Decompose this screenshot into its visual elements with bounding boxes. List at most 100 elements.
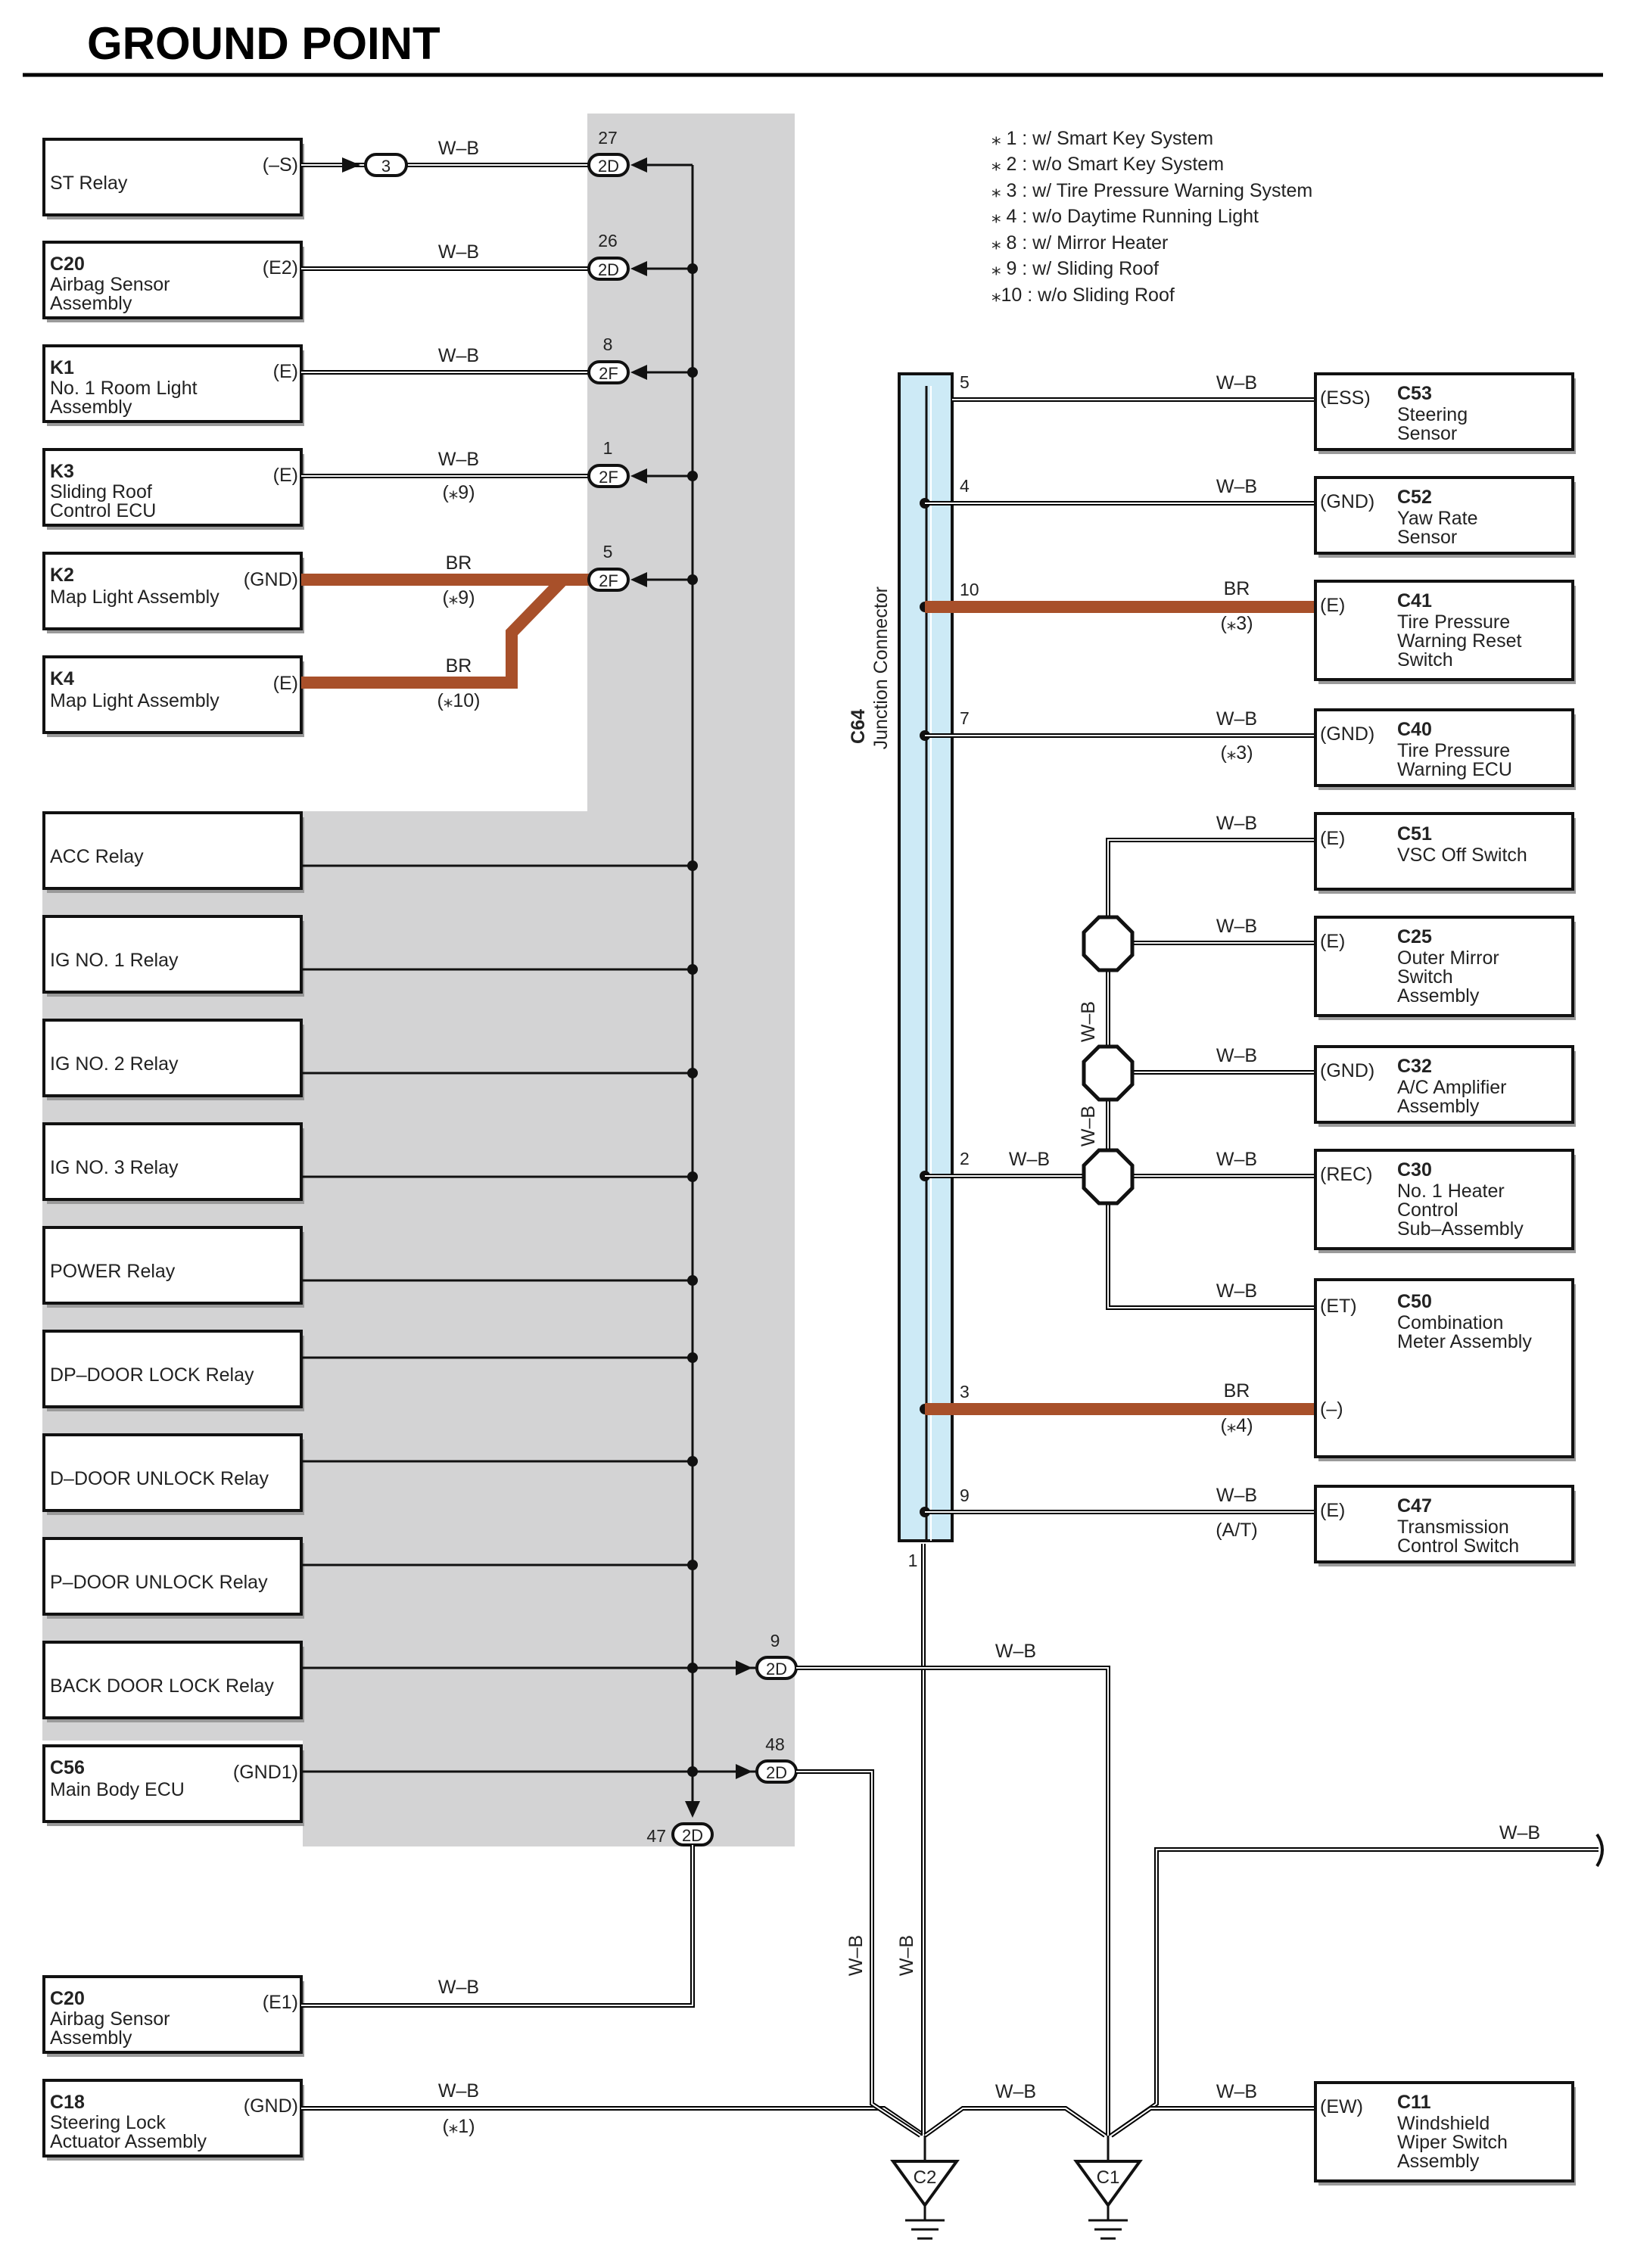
component-c51: (E) C51 VSC Off Switch xyxy=(1314,812,1576,894)
pin-label: (EW) xyxy=(1320,2096,1363,2117)
component-c20-e1: C20 Airbag Sensor Assembly (E1) W–B xyxy=(42,1975,479,2057)
component-label: Control ECU xyxy=(50,500,156,521)
relay-ig2: IG NO. 2 Relay xyxy=(42,1019,698,1100)
connector-code: 2D xyxy=(598,260,619,279)
component-label: Steering xyxy=(1397,404,1468,425)
wire-condition: (⁎1) xyxy=(442,2116,475,2137)
pin-label: (E2) xyxy=(263,257,298,278)
relay-label: IG NO. 1 Relay xyxy=(50,950,179,971)
component-code: C56 xyxy=(50,1757,85,1778)
component-label: Assembly xyxy=(50,2027,132,2049)
relay-label: BACK DOOR LOCK Relay xyxy=(50,1675,274,1697)
component-c32: (GND) C32 A/C Amplifier Assembly xyxy=(1314,1045,1576,1127)
pin-label: (GND) xyxy=(1320,1060,1374,1081)
component-label: Transmission xyxy=(1397,1517,1509,1538)
pin-label: (E) xyxy=(1320,595,1345,616)
connector-pin: 5 xyxy=(603,542,613,562)
component-label: Warning Reset xyxy=(1397,630,1521,652)
wire-color: W–B xyxy=(438,241,479,263)
wire-color: W–B xyxy=(1499,1822,1540,1843)
note-2: ⁎ 2 : w/o Smart Key System xyxy=(991,154,1224,175)
connector-pin: 26 xyxy=(598,231,618,250)
wire-color: W–B xyxy=(1216,1280,1257,1302)
wire-color: W–B xyxy=(995,2081,1036,2102)
component-label: Steering Lock xyxy=(50,2112,166,2133)
wire-color: W–B xyxy=(438,2080,479,2102)
note-7: ⁎10 : w/o Sliding Roof xyxy=(991,285,1175,306)
component-label: Airbag Sensor xyxy=(50,2008,170,2030)
connector-pin: 47 xyxy=(646,1826,666,1846)
junction-pin: 1 xyxy=(908,1551,918,1570)
component-label: Outer Mirror xyxy=(1397,947,1499,969)
ground-label: C2 xyxy=(914,2167,937,2188)
note-6: ⁎ 9 : w/ Sliding Roof xyxy=(991,258,1159,279)
component-k1: K1 No. 1 Room Light Assembly (E) xyxy=(42,344,304,426)
component-k4: K4 Map Light Assembly (E) xyxy=(42,655,304,737)
wire-color: W–B xyxy=(1216,1485,1257,1506)
wire-condition: (⁎3) xyxy=(1220,613,1253,634)
component-label: Sensor xyxy=(1397,423,1457,444)
junction-pin: 10 xyxy=(960,580,979,599)
connector-pin: 1 xyxy=(603,438,613,458)
relay-label: POWER Relay xyxy=(50,1261,176,1282)
connector-code: 2D xyxy=(598,157,619,176)
component-label: Sub–Assembly xyxy=(1397,1218,1524,1240)
component-label: Assembly xyxy=(1397,2151,1480,2172)
right-components: (ESS) C53 Steering Sensor (GND) C52 Yaw … xyxy=(1314,372,1576,2186)
component-code: C53 xyxy=(1397,383,1432,404)
relay-label: ACC Relay xyxy=(50,846,144,867)
relay-ig3: IG NO. 3 Relay xyxy=(42,1122,698,1204)
pin-label: (E) xyxy=(273,673,298,694)
component-c20-e2: C20 Airbag Sensor Assembly (E2) xyxy=(42,241,304,322)
wire-color: W–B xyxy=(438,345,479,366)
pin-label: (ET) xyxy=(1320,1296,1357,1317)
component-label: Tire Pressure xyxy=(1397,740,1510,761)
component-code: C41 xyxy=(1397,590,1432,611)
relay-dp-door-lock: DP–DOOR LOCK Relay xyxy=(42,1330,698,1411)
component-code: K3 xyxy=(50,461,74,482)
component-label: Map Light Assembly xyxy=(50,690,219,711)
wire-color: W–B xyxy=(1216,476,1257,497)
bottom-wires xyxy=(301,1544,1604,2138)
component-label: No. 1 Room Light xyxy=(50,378,198,399)
ground-label: C1 xyxy=(1097,2167,1120,2188)
junction-pin: 4 xyxy=(960,476,970,496)
component-label: Control Switch xyxy=(1397,1535,1519,1557)
component-k2: K2 Map Light Assembly (GND) xyxy=(42,552,304,633)
component-label: Switch xyxy=(1397,649,1453,670)
component-c30: (REC) C30 No. 1 Heater Control Sub–Assem… xyxy=(1314,1149,1576,1253)
junction-pins: 5 4 10 7 2 3 9 xyxy=(920,372,979,1517)
component-label: ST Relay xyxy=(50,173,128,194)
wire-color: W–B xyxy=(896,1935,917,1976)
relay-label: IG NO. 2 Relay xyxy=(50,1053,179,1075)
component-label: Sensor xyxy=(1397,527,1457,548)
pin-label: (E) xyxy=(273,465,298,486)
pin-label: (GND1) xyxy=(233,1762,298,1783)
pin-label: (GND) xyxy=(244,569,298,590)
wire-color: W–B xyxy=(1216,916,1257,937)
component-code: C11 xyxy=(1397,2092,1431,2113)
component-code: C51 xyxy=(1397,823,1432,845)
component-label: Switch xyxy=(1397,966,1453,988)
wire-color: BR xyxy=(446,552,472,574)
relay-back-door-lock: BACK DOOR LOCK Relay xyxy=(42,1641,757,1722)
notes-list: ⁎ 1 : w/ Smart Key System ⁎ 2 : w/o Smar… xyxy=(991,128,1312,306)
component-label: Assembly xyxy=(50,293,132,314)
connector-pin: 9 xyxy=(770,1631,780,1650)
component-code: C52 xyxy=(1397,487,1432,508)
wire-color: W–B xyxy=(438,449,479,470)
component-c25: (E) C25 Outer Mirror Switch Assembly xyxy=(1314,916,1576,1020)
wire-color: W–B xyxy=(1216,813,1257,834)
component-c41: (E) C41 Tire Pressure Warning Reset Swit… xyxy=(1314,580,1576,684)
component-code: K1 xyxy=(50,357,74,378)
note-4: ⁎ 4 : w/o Daytime Running Light xyxy=(991,206,1259,227)
component-label: Meter Assembly xyxy=(1397,1331,1532,1352)
relay-ig1: IG NO. 1 Relay xyxy=(42,915,698,997)
wire-color: W–B xyxy=(1216,1045,1257,1066)
junction-connector-c64: C64 Junction Connector 1 xyxy=(848,372,954,1570)
pin-label: (E1) xyxy=(263,1992,298,2013)
junction-pin: 7 xyxy=(960,708,970,728)
note-3: ⁎ 3 : w/ Tire Pressure Warning System xyxy=(991,180,1312,201)
wire-color: W–B xyxy=(1078,1001,1099,1042)
junction-block-area xyxy=(42,114,795,1846)
